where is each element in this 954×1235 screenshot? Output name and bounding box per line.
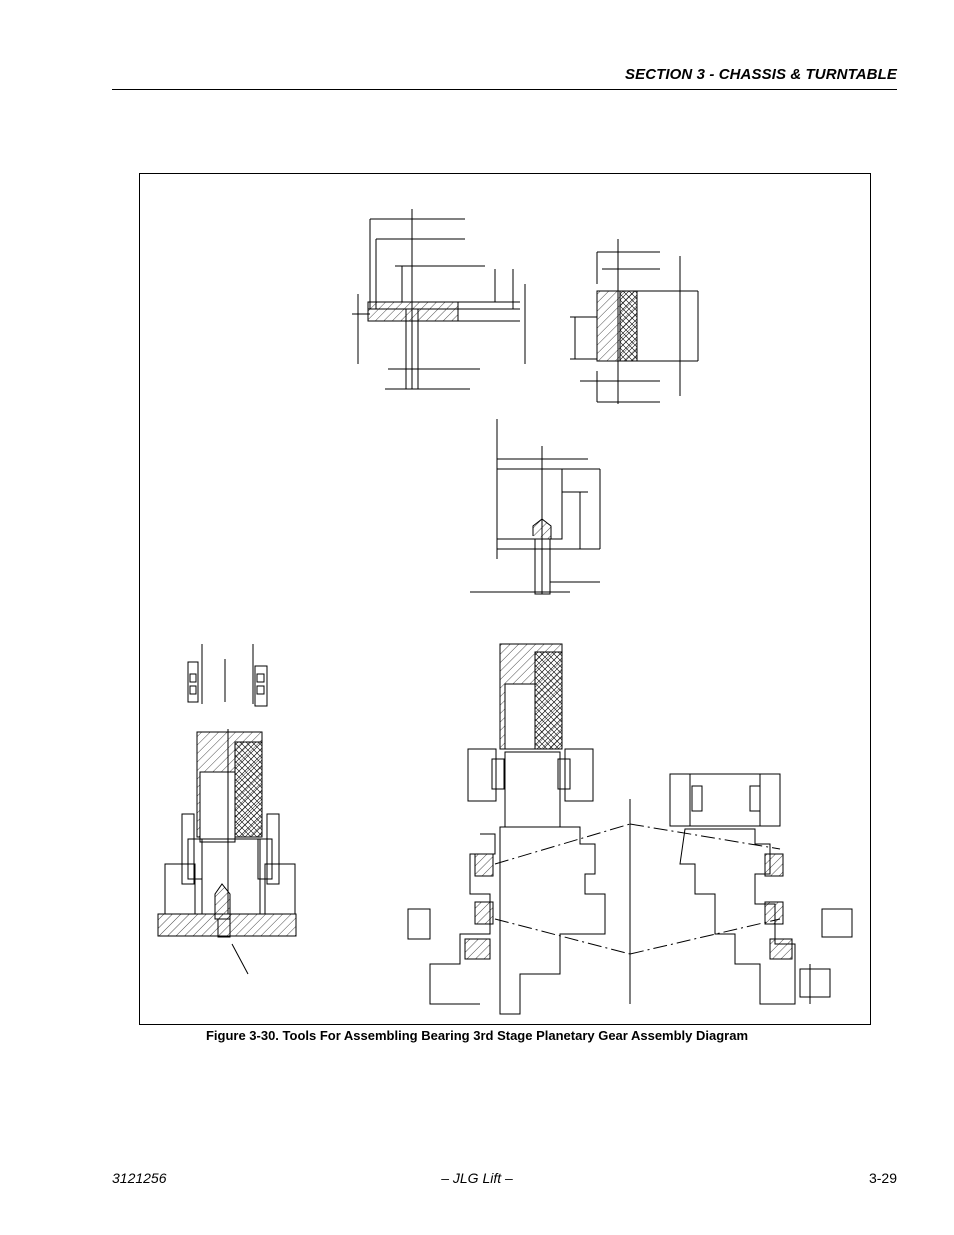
footer-center-text: – JLG Lift – [441,1170,513,1186]
tool-pusher [470,419,601,595]
tool-ring-sleeve [570,239,699,404]
bearing-profiles [187,644,268,707]
section-header: SECTION 3 - CHASSIS & TURNTABLE [624,66,897,83]
planetary-assembly [407,643,606,1015]
figure-frame [139,173,871,1025]
assembly-diagram [157,209,853,1015]
output-assembly-right [669,773,853,1005]
footer-page-number: 3-29 [868,1170,897,1186]
footer-doc-number: 3121256 [112,1170,167,1186]
figure-caption: Figure 3-30. Tools For Assembling Bearin… [205,1028,749,1043]
header-rule [112,89,897,90]
tool-plate-pin [352,209,526,390]
construction-lines [494,823,781,955]
press-assembly-left [157,729,297,975]
